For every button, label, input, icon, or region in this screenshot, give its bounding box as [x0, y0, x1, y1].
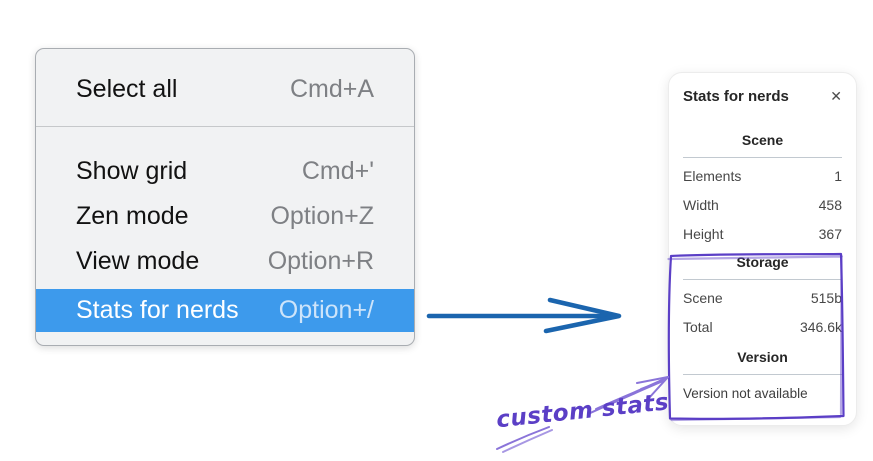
section-divider: [683, 157, 842, 158]
close-icon[interactable]: ✕: [830, 88, 842, 104]
section-divider: [683, 374, 842, 375]
context-menu: Select all Cmd+A Show grid Cmd+' Zen mod…: [35, 48, 415, 346]
stat-row-width: Width 458: [683, 190, 842, 219]
section-divider: [683, 279, 842, 280]
menu-divider: [36, 126, 414, 127]
menu-item-stats-for-nerds[interactable]: Stats for nerds Option+/: [36, 289, 414, 332]
stat-row-total-storage: Total 346.6k: [683, 312, 842, 341]
menu-section-top: Select all Cmd+A: [36, 49, 414, 126]
section-heading-version: Version: [737, 349, 788, 365]
stat-value: 515b: [810, 289, 842, 306]
menu-item-label: Stats for nerds: [76, 296, 239, 324]
stat-label: Total: [683, 318, 713, 335]
stats-panel: Stats for nerds ✕ Scene Elements 1 Width…: [668, 72, 857, 426]
menu-section-bottom: Show grid Cmd+' Zen mode Option+Z View m…: [36, 127, 414, 345]
stat-label: Elements: [683, 167, 742, 184]
stats-panel-header: Stats for nerds ✕: [683, 84, 842, 108]
section-heading-scene: Scene: [741, 132, 784, 148]
menu-item-shortcut: Option+/: [278, 296, 374, 324]
menu-item-zen-mode[interactable]: Zen mode Option+Z: [36, 194, 414, 239]
stat-row-scene-storage: Scene 515b: [683, 283, 842, 312]
stat-value: 458: [818, 196, 842, 213]
version-note: Version not available: [683, 386, 808, 401]
menu-item-label: Select all: [76, 74, 178, 103]
menu-item-label: Show grid: [76, 157, 188, 185]
section-heading-storage: Storage: [736, 254, 789, 270]
stat-label: Width: [683, 196, 719, 213]
stat-value: 1: [834, 167, 842, 184]
stat-label: Height: [683, 225, 724, 242]
menu-item-view-mode[interactable]: View mode Option+R: [36, 239, 414, 284]
menu-item-shortcut: Option+R: [267, 247, 374, 275]
stat-row-height: Height 367: [683, 219, 842, 248]
stat-value: 367: [818, 225, 842, 242]
stat-value: 346.6k: [799, 318, 842, 335]
stat-label: Scene: [683, 289, 723, 306]
menu-item-shortcut: Option+Z: [270, 202, 374, 230]
stats-panel-title: Stats for nerds: [683, 87, 789, 105]
menu-item-shortcut: Cmd+A: [289, 74, 374, 103]
blue-arrow: [426, 297, 622, 334]
menu-item-shortcut: Cmd+': [301, 157, 374, 185]
menu-item-show-grid[interactable]: Show grid Cmd+': [36, 149, 414, 194]
menu-item-label: View mode: [76, 247, 200, 275]
custom-stats-annotation: custom stats: [495, 389, 671, 434]
menu-item-select-all[interactable]: Select all Cmd+A: [36, 63, 414, 115]
stat-row-elements: Elements 1: [683, 161, 842, 190]
menu-item-label: Zen mode: [76, 202, 189, 230]
